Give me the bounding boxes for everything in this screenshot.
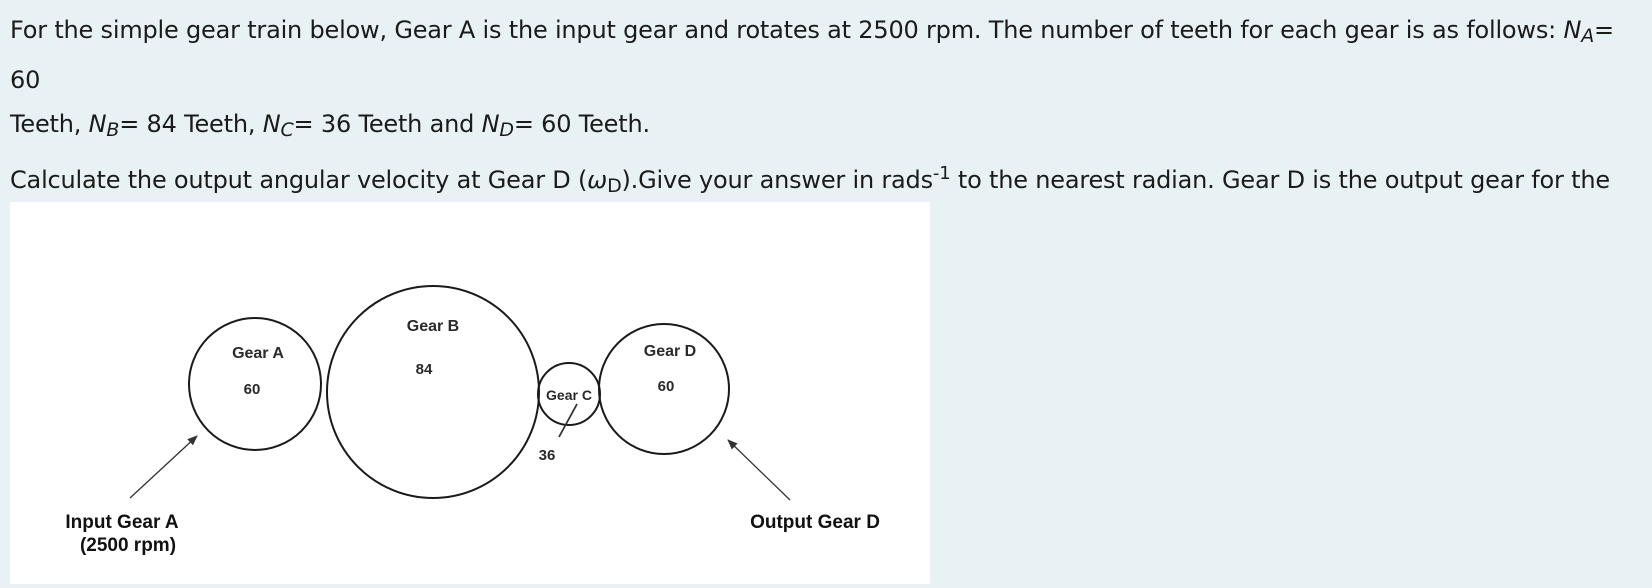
gear-a-circle — [188, 317, 322, 451]
nb-symbol: N — [88, 110, 107, 138]
gear-b-label: Gear B — [407, 318, 459, 335]
input-caption-line1: Input Gear A — [65, 512, 179, 533]
nd-subscript: D — [499, 119, 514, 141]
gear-train-figure: Gear A 60 Gear B 84 Gear C 36 Gear D 60 … — [10, 202, 930, 584]
omega-subscript: D — [607, 175, 622, 197]
output-arrow — [727, 439, 791, 501]
gear-c-label: Gear C — [546, 387, 592, 403]
na-symbol: N — [1563, 16, 1582, 44]
nd-symbol: N — [481, 110, 500, 138]
nc-symbol: N — [262, 110, 281, 138]
nc-value: = 36 Teeth and — [293, 110, 482, 138]
nc-subscript: C — [280, 119, 294, 141]
omega-symbol: ω — [587, 166, 608, 194]
na-subscript: A — [1581, 25, 1595, 47]
intro-text: For the simple gear train below, Gear A … — [10, 16, 1564, 44]
gear-d-label: Gear D — [644, 343, 696, 360]
question-text: For the simple gear train below, Gear A … — [10, 8, 1640, 258]
nb-value: = 84 Teeth, — [119, 110, 263, 138]
nd-value: = 60 Teeth. — [513, 110, 650, 138]
gear-a-label: Gear A — [232, 345, 284, 362]
gear-b-teeth: 84 — [416, 361, 433, 378]
unit-text: ).Give your answer in rads — [621, 166, 934, 194]
gear-c-leader-line — [558, 403, 578, 438]
gear-d-circle — [598, 323, 730, 455]
gear-a-teeth: 60 — [244, 381, 261, 398]
input-arrow — [129, 435, 198, 499]
teeth-text: Teeth, — [10, 110, 89, 138]
gear-train-diagram: Gear A 60 Gear B 84 Gear C 36 Gear D 60 … — [65, 285, 880, 556]
calc-text: Calculate the output angular velocity at… — [10, 166, 588, 194]
input-caption-line2: (2500 rpm) — [80, 535, 176, 556]
nb-subscript: B — [106, 119, 120, 141]
gear-c-teeth: 36 — [539, 447, 556, 464]
question-paragraph-1: For the simple gear train below, Gear A … — [10, 8, 1640, 152]
unit-superscript: -1 — [932, 163, 951, 184]
output-caption: Output Gear D — [750, 512, 880, 533]
na-value: = 60 — [10, 16, 1614, 94]
gear-d-teeth: 60 — [658, 378, 675, 395]
